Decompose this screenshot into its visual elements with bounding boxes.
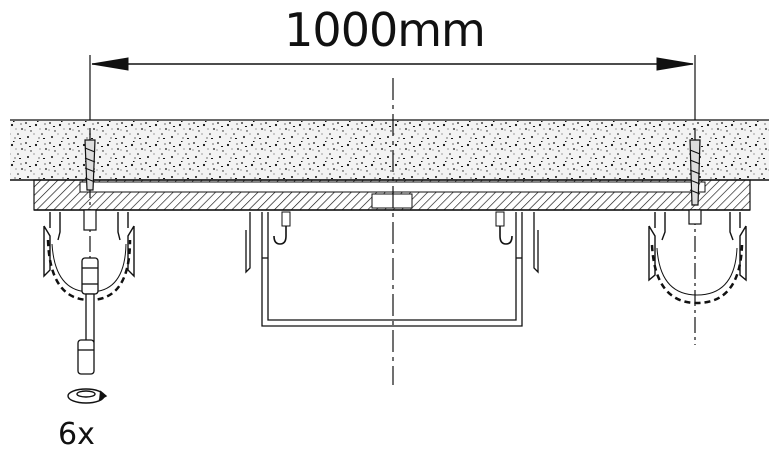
dimension-line bbox=[89, 55, 696, 130]
socket-wrench-icon bbox=[77, 257, 99, 375]
dimension-label: 1000mm bbox=[284, 3, 486, 57]
dimension-arrow-icon bbox=[91, 57, 129, 71]
mounting-rail bbox=[33, 179, 751, 211]
rotate-arrow-icon bbox=[67, 388, 108, 404]
curtain-gliders-left bbox=[43, 212, 135, 302]
center-bracket bbox=[245, 212, 539, 327]
screw-icon bbox=[688, 128, 702, 345]
hook-icon bbox=[273, 211, 291, 245]
curtain-gliders-right bbox=[648, 212, 747, 305]
quantity-label: 6x bbox=[58, 417, 95, 452]
hook-icon bbox=[495, 211, 513, 245]
dimension-arrow-icon bbox=[656, 57, 694, 71]
concrete-slab bbox=[10, 119, 769, 181]
screw-icon bbox=[83, 128, 97, 345]
